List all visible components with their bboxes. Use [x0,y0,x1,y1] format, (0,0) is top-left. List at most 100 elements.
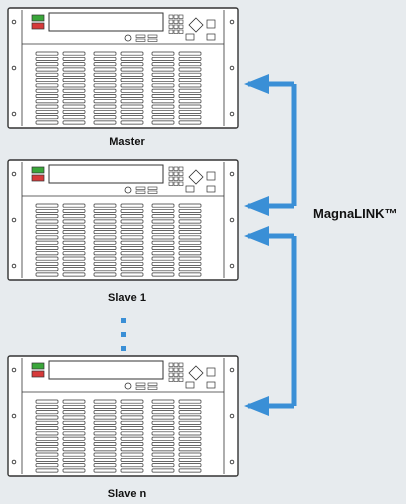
vent-slat [178,410,202,415]
vent-slat [178,104,202,109]
menu-button [206,19,216,29]
vent-slat [62,99,86,104]
vent-slat [35,404,59,409]
vent-slat [93,230,117,235]
vent-slat [93,109,117,114]
mounting-hole [229,413,235,419]
vent-slat [35,256,59,261]
vent-slat [120,208,144,213]
vent-slat [151,415,175,420]
vent-slat [151,468,175,473]
vent-slat [178,463,202,468]
mounting-hole [11,111,17,117]
menu-button [206,367,216,377]
vent-slat [35,436,59,441]
vent-slat [62,415,86,420]
vent-slat [151,104,175,109]
vent-slat [120,99,144,104]
vent-slat [62,208,86,213]
vent-slat [151,109,175,114]
vent-slat [62,452,86,457]
vent-slat [151,120,175,125]
vent-slat [120,240,144,245]
vent-slat [151,208,175,213]
enter-button [185,381,195,389]
vent-slat [93,420,117,425]
vent-slat [151,426,175,431]
vent-slat [35,104,59,109]
display-window [48,12,164,32]
vent-slat [93,272,117,277]
mounting-hole [229,65,235,71]
vent-slat [151,99,175,104]
vent-slat [62,442,86,446]
nav-pad [188,365,204,381]
vent-slat [35,83,59,88]
vent-slat [120,104,144,109]
vent-slat [178,62,202,67]
vent-slat [178,415,202,420]
vent-slat [120,88,144,93]
vent-slat [62,431,86,436]
vent-slat [35,410,59,415]
vent-slat [93,261,117,266]
vent-slat [93,426,117,431]
vent-slat [93,463,117,468]
vent-slat [151,447,175,452]
vent-slat [62,240,86,245]
keypad-key [173,29,179,34]
keypad-key [173,166,179,171]
vent-slat [93,431,117,436]
vent-slat [62,235,86,240]
vent-slat [35,457,59,462]
vent-slat [120,426,144,431]
slave-n-label: Slave n [107,488,147,500]
mounting-hole [11,367,17,373]
vent-slat [178,457,202,462]
mounting-hole [229,459,235,465]
vent-slat [151,420,175,425]
enter-button [185,33,195,41]
vent-slat [178,404,202,409]
keypad-key [173,181,179,186]
menu-button [206,381,216,389]
display-window [48,164,164,184]
keypad-key [173,14,179,19]
vent-slat [151,72,175,77]
vent-slat [120,230,144,235]
vent-slat [120,410,144,415]
vent-slat [178,51,202,56]
vent-slat [120,246,144,250]
vent-slat [120,51,144,56]
vent-slat [35,230,59,235]
vent-slat [93,224,117,229]
vent-slat [151,67,175,72]
keypad-key [168,14,174,19]
vent-slat [62,246,86,250]
keypad-key [168,181,174,186]
vent-slat [151,436,175,441]
vent-slat [151,251,175,256]
master-label: Master [109,136,145,148]
vent-slat [120,457,144,462]
vent-slat [178,224,202,229]
ellipsis-dot [121,332,126,337]
vent-slat [93,208,117,213]
vent-slat [62,51,86,56]
small-button [135,34,146,38]
vent-slat [178,99,202,104]
vent-slat [178,240,202,245]
vent-slat [93,99,117,104]
nav-pad [188,169,204,185]
vent-slat [151,457,175,462]
keypad-key [168,19,174,24]
vent-slat [62,463,86,468]
vent-slat [35,235,59,240]
vent-slat [120,219,144,224]
small-button [135,190,146,194]
keypad-key [178,176,184,181]
vent-slat [178,72,202,77]
keypad-key [178,19,184,24]
